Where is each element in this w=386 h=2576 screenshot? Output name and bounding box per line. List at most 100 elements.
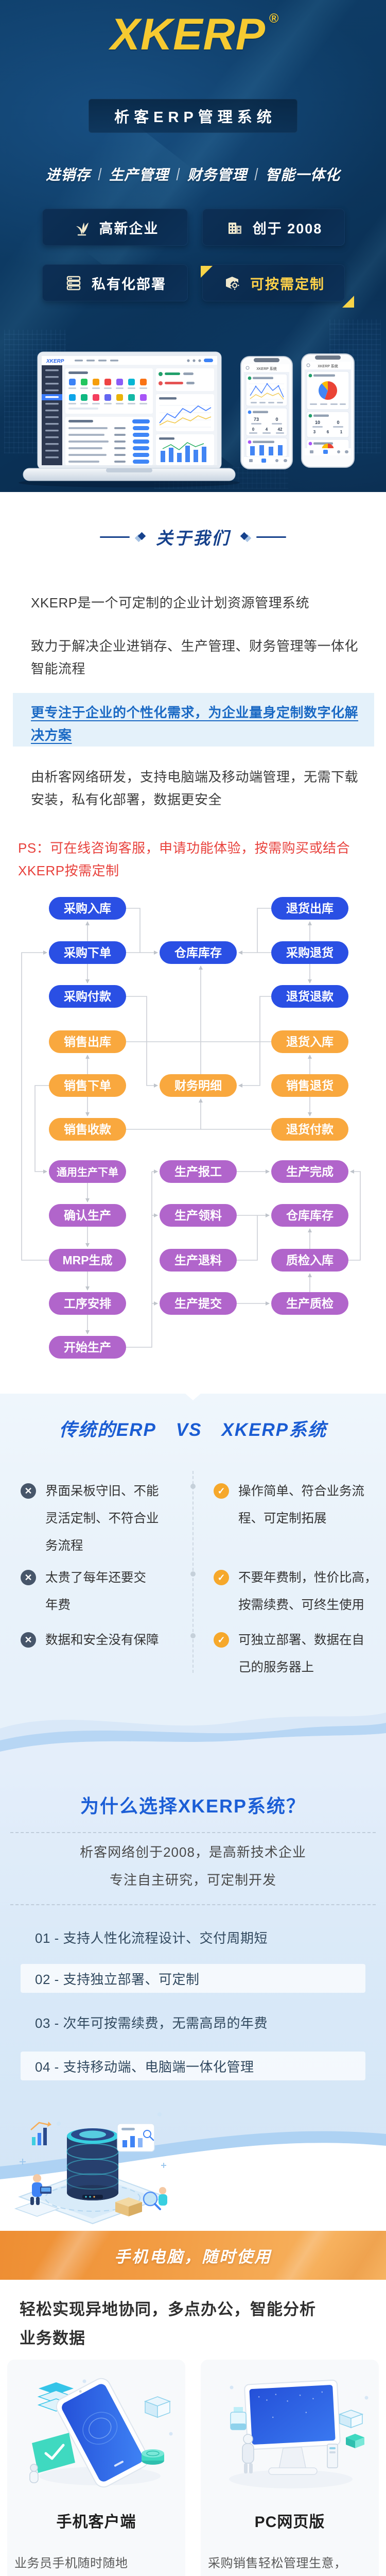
why-section: 为什么选择XKERP系统？ 析客网络创于2008，是高新技术企业 专注自主研究，… — [0, 1762, 386, 2231]
flow-connector — [126, 1172, 152, 1348]
flow-node: 确认生产 — [49, 1204, 126, 1227]
chip-label: 创于 2008 — [252, 221, 323, 236]
cube-icon — [144, 2396, 171, 2418]
svg-text:MRP生成: MRP生成 — [62, 1253, 112, 1267]
about-paragraph-2: 致力于解决企业进销存、生产管理、财务管理等一体化 智能流程 — [31, 638, 359, 676]
flow-node: 生产报工 — [160, 1160, 237, 1183]
iso-phone — [56, 2378, 149, 2488]
svg-text:仓库库存: 仓库库存 — [174, 946, 222, 959]
flow-connector — [348, 1170, 361, 1261]
phone-mockup-1: XKERP 系统 — [240, 356, 293, 469]
compare-con-item: ✕ 数据和安全没有保障 — [21, 1626, 190, 1654]
flow-node: 生产完成 — [271, 1160, 348, 1183]
tagline-item: 智能一体化 — [266, 167, 341, 183]
compare-title-vs: VS — [176, 1420, 202, 1440]
flow-connector — [21, 951, 49, 1261]
compare-item-text: 界面呆板守旧、不能 灵活定制、不符合业 务流程 — [45, 1484, 159, 1553]
cubes-right — [338, 2410, 364, 2448]
diamond-icon — [134, 532, 146, 542]
chip-customizable: 可按需定制 — [202, 264, 345, 301]
flow-node: 退货出库 — [271, 897, 348, 920]
dashed-rule — [10, 1904, 376, 1905]
svg-text:销售收款: 销售收款 — [64, 1123, 112, 1136]
svg-text:生产提交: 生产提交 — [174, 1297, 222, 1310]
floating-chart-panel — [117, 2123, 155, 2152]
compare-title-left: 传统的ERP — [59, 1420, 156, 1440]
hero-header: XKERP® 析客ERP管理系统 进销存生产管理财务管理智能一体化 高新企业 — [0, 0, 386, 492]
pc-client-illustration — [229, 2379, 369, 2488]
compare-item-text: 可独立部署、数据在自 己的服务器上 — [238, 1633, 364, 1674]
heading-dash — [256, 536, 286, 538]
phone2-stats-card: 10 0 3 6 1 — [306, 411, 349, 438]
person-illustration — [14, 2174, 60, 2217]
flow-node: 采购付款 — [49, 985, 126, 1008]
tagline-item: 财务管理 — [187, 167, 248, 183]
phone2-header: XKERP 系统 — [318, 364, 338, 368]
svg-text:采购付款: 采购付款 — [64, 990, 112, 1003]
flow-node: MRP生成 — [49, 1249, 126, 1272]
tagline-separator — [98, 168, 102, 180]
chip-founded: 创于 2008 — [202, 209, 345, 246]
flow-node: 采购下单 — [49, 941, 126, 964]
standing-person — [242, 2434, 254, 2473]
flow-node: 质检入库 — [271, 1249, 348, 1272]
divider-dot-icon — [190, 1571, 196, 1577]
heading-dash — [100, 536, 130, 538]
clients-lead-text: 轻松实现异地协同，多点办公，智能分析 业务数据 — [20, 2300, 316, 2347]
svg-text:生产领料: 生产领料 — [174, 1209, 222, 1222]
svg-text:财务明细: 财务明细 — [174, 1079, 222, 1092]
divider-dot-icon — [190, 1484, 196, 1489]
stat-value: 10 — [315, 420, 320, 425]
flow-connector — [126, 996, 158, 1088]
dashed-rule — [10, 1832, 376, 1833]
iso-monitor — [244, 2379, 341, 2475]
why-subtitle: 析客网络创于2008，是高新技术企业 专注自主研究，可定制开发 — [80, 1844, 306, 1888]
compare-item-text: 太贵了每年还要交 年费 — [45, 1571, 146, 1612]
mini-tower — [327, 2444, 338, 2468]
tagline: 进销存生产管理财务管理智能一体化 — [0, 164, 386, 184]
wave-divider — [0, 1680, 386, 1762]
flow-connector — [34, 1085, 49, 1174]
highlight-link[interactable]: 更专注于企业的个性化需求，为企业量身定制数字化解 决方案 — [31, 705, 359, 743]
mobile-client-illustration — [29, 2378, 173, 2488]
cross-icon: ✕ — [21, 1483, 36, 1499]
svg-text:退货付款: 退货付款 — [286, 1123, 334, 1136]
flow-node: 采购退货 — [271, 941, 348, 964]
why-title: 为什么选择XKERP系统？ — [80, 1795, 306, 1817]
phone1-stats-card: 73 0 0 4 42 — [245, 408, 288, 436]
growth-chart — [30, 2122, 51, 2145]
package-magnifier — [115, 2187, 167, 2216]
svg-text:质检入库: 质检入库 — [286, 1253, 334, 1267]
why-item-1: 01 - 支持人性化流程设计、交付周期短 — [35, 1930, 268, 1946]
phone2-pie-chart-card — [306, 371, 349, 410]
svg-text:开始生产: 开始生产 — [64, 1341, 111, 1354]
svg-text:销售退货: 销售退货 — [286, 1079, 334, 1092]
flow-node: 开始生产 — [49, 1336, 126, 1359]
svg-text:销售出库: 销售出库 — [64, 1035, 111, 1048]
pc-client-card: PC网页版 采购销售轻松管理生意， 多报表分析业务数据 — [201, 2360, 379, 2576]
svg-text:确认生产: 确认生产 — [64, 1209, 111, 1222]
why-item-2: 02 - 支持独立部署、可定制 — [21, 1964, 365, 1993]
svg-text:销售下单: 销售下单 — [64, 1079, 111, 1092]
tagline-item: 生产管理 — [109, 167, 169, 183]
svg-text:退货出库: 退货出库 — [286, 902, 334, 915]
coins-stack — [142, 2449, 164, 2465]
phone1-header: XKERP 系统 — [256, 366, 277, 371]
cross-icon: ✕ — [21, 1632, 36, 1648]
compare-item-text: 数据和安全没有保障 — [45, 1633, 159, 1647]
brand-logo: XKERP® — [0, 9, 386, 60]
section-notch — [185, 1394, 201, 1400]
bottle-icon — [230, 2407, 247, 2430]
compare-section: 传统的ERP VS XKERP系统 ✕界面呆板守旧、不能 灵活定制、不符合业 务… — [0, 1394, 386, 1680]
devices-mockup: XKERP — [19, 351, 355, 487]
compare-item-text: 不要年费制，性价比高， 按需续费、可终生使用 — [238, 1571, 377, 1612]
flow-connector — [237, 1215, 258, 1261]
stat-value: 3 — [313, 430, 316, 434]
chip-private-deploy: 私有化部署 — [42, 264, 188, 301]
chip-label: 可按需定制 — [250, 276, 325, 292]
highlight-band — [13, 693, 374, 747]
flow-node: 销售下单 — [49, 1074, 126, 1097]
diamond-icon — [240, 532, 252, 542]
laptop-mockup: XKERP — [19, 351, 240, 487]
